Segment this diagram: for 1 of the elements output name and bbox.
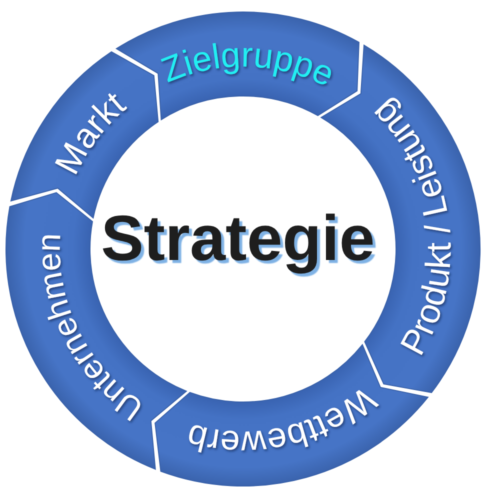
segment-label: Zielgruppe	[156, 35, 340, 94]
